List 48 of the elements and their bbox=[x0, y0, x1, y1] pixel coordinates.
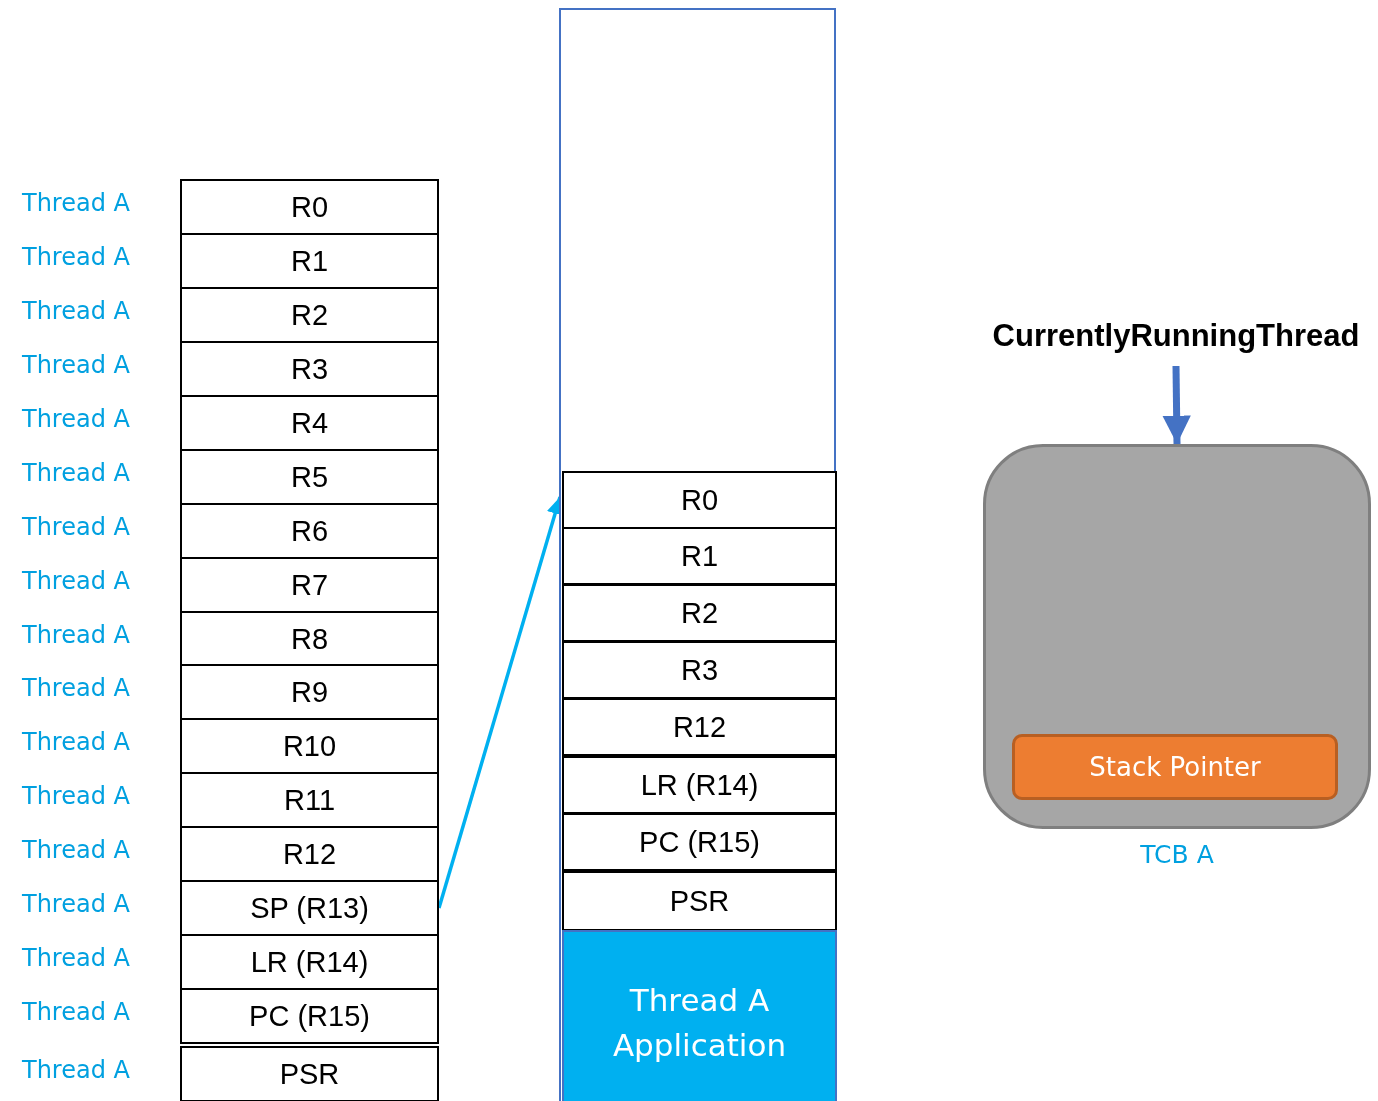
thread-label: Thread A bbox=[22, 944, 130, 972]
stack-frame bbox=[559, 8, 836, 1101]
register-cell: R12 bbox=[180, 826, 439, 882]
pointer-label: CurrentlyRunningThread bbox=[960, 314, 1378, 358]
register-cell: PC (R15) bbox=[180, 988, 439, 1044]
thread-label: Thread A bbox=[22, 351, 130, 379]
register-cell: R1 bbox=[180, 233, 439, 289]
register-cell: R7 bbox=[180, 557, 439, 613]
thread-label: Thread A bbox=[22, 297, 130, 325]
register-cell: PSR bbox=[180, 1046, 439, 1101]
field-box: Stack Pointer bbox=[1012, 734, 1338, 800]
register-cell: LR (R14) bbox=[562, 756, 837, 814]
thread-label: Thread A bbox=[22, 621, 130, 649]
thread-label: Thread A bbox=[22, 189, 130, 217]
thread-label: Thread A bbox=[22, 998, 130, 1026]
register-cell: R12 bbox=[562, 698, 837, 756]
register-cell: R1 bbox=[562, 527, 837, 585]
arrow bbox=[1162, 365, 1191, 445]
register-cell: R5 bbox=[180, 449, 439, 505]
register-cell: R2 bbox=[180, 287, 439, 343]
register-cell: R6 bbox=[180, 503, 439, 559]
thread-label: Thread A bbox=[22, 1056, 130, 1084]
register-cell: SP (R13) bbox=[180, 880, 439, 936]
register-cell: R2 bbox=[562, 584, 837, 642]
register-cell: R0 bbox=[180, 179, 439, 235]
thread-label: Thread A bbox=[22, 890, 130, 918]
register-cell: R3 bbox=[562, 641, 837, 699]
register-cell: R0 bbox=[562, 471, 837, 529]
thread-label: Thread A bbox=[22, 674, 130, 702]
register-cell: PC (R15) bbox=[562, 813, 837, 871]
thread-label: Thread A bbox=[22, 567, 130, 595]
register-cell: LR (R14) bbox=[180, 934, 439, 990]
thread-label: Thread A bbox=[22, 836, 130, 864]
thread-label: Thread A bbox=[22, 728, 130, 756]
register-cell: PSR bbox=[562, 871, 837, 931]
thread-label: Thread A bbox=[22, 459, 130, 487]
thread-label: Thread A bbox=[22, 513, 130, 541]
register-cell: R4 bbox=[180, 395, 439, 451]
thread-label: Thread A bbox=[22, 782, 130, 810]
register-cell: R8 bbox=[180, 611, 439, 667]
register-cell: R11 bbox=[180, 772, 439, 828]
block-caption: TCB A bbox=[1139, 840, 1215, 871]
application-block: Thread A Application bbox=[562, 930, 837, 1101]
thread-label: Thread A bbox=[22, 405, 130, 433]
register-cell: R9 bbox=[180, 664, 439, 720]
register-cell: R3 bbox=[180, 341, 439, 397]
thread-label: Thread A bbox=[22, 243, 130, 271]
register-cell: R10 bbox=[180, 718, 439, 774]
